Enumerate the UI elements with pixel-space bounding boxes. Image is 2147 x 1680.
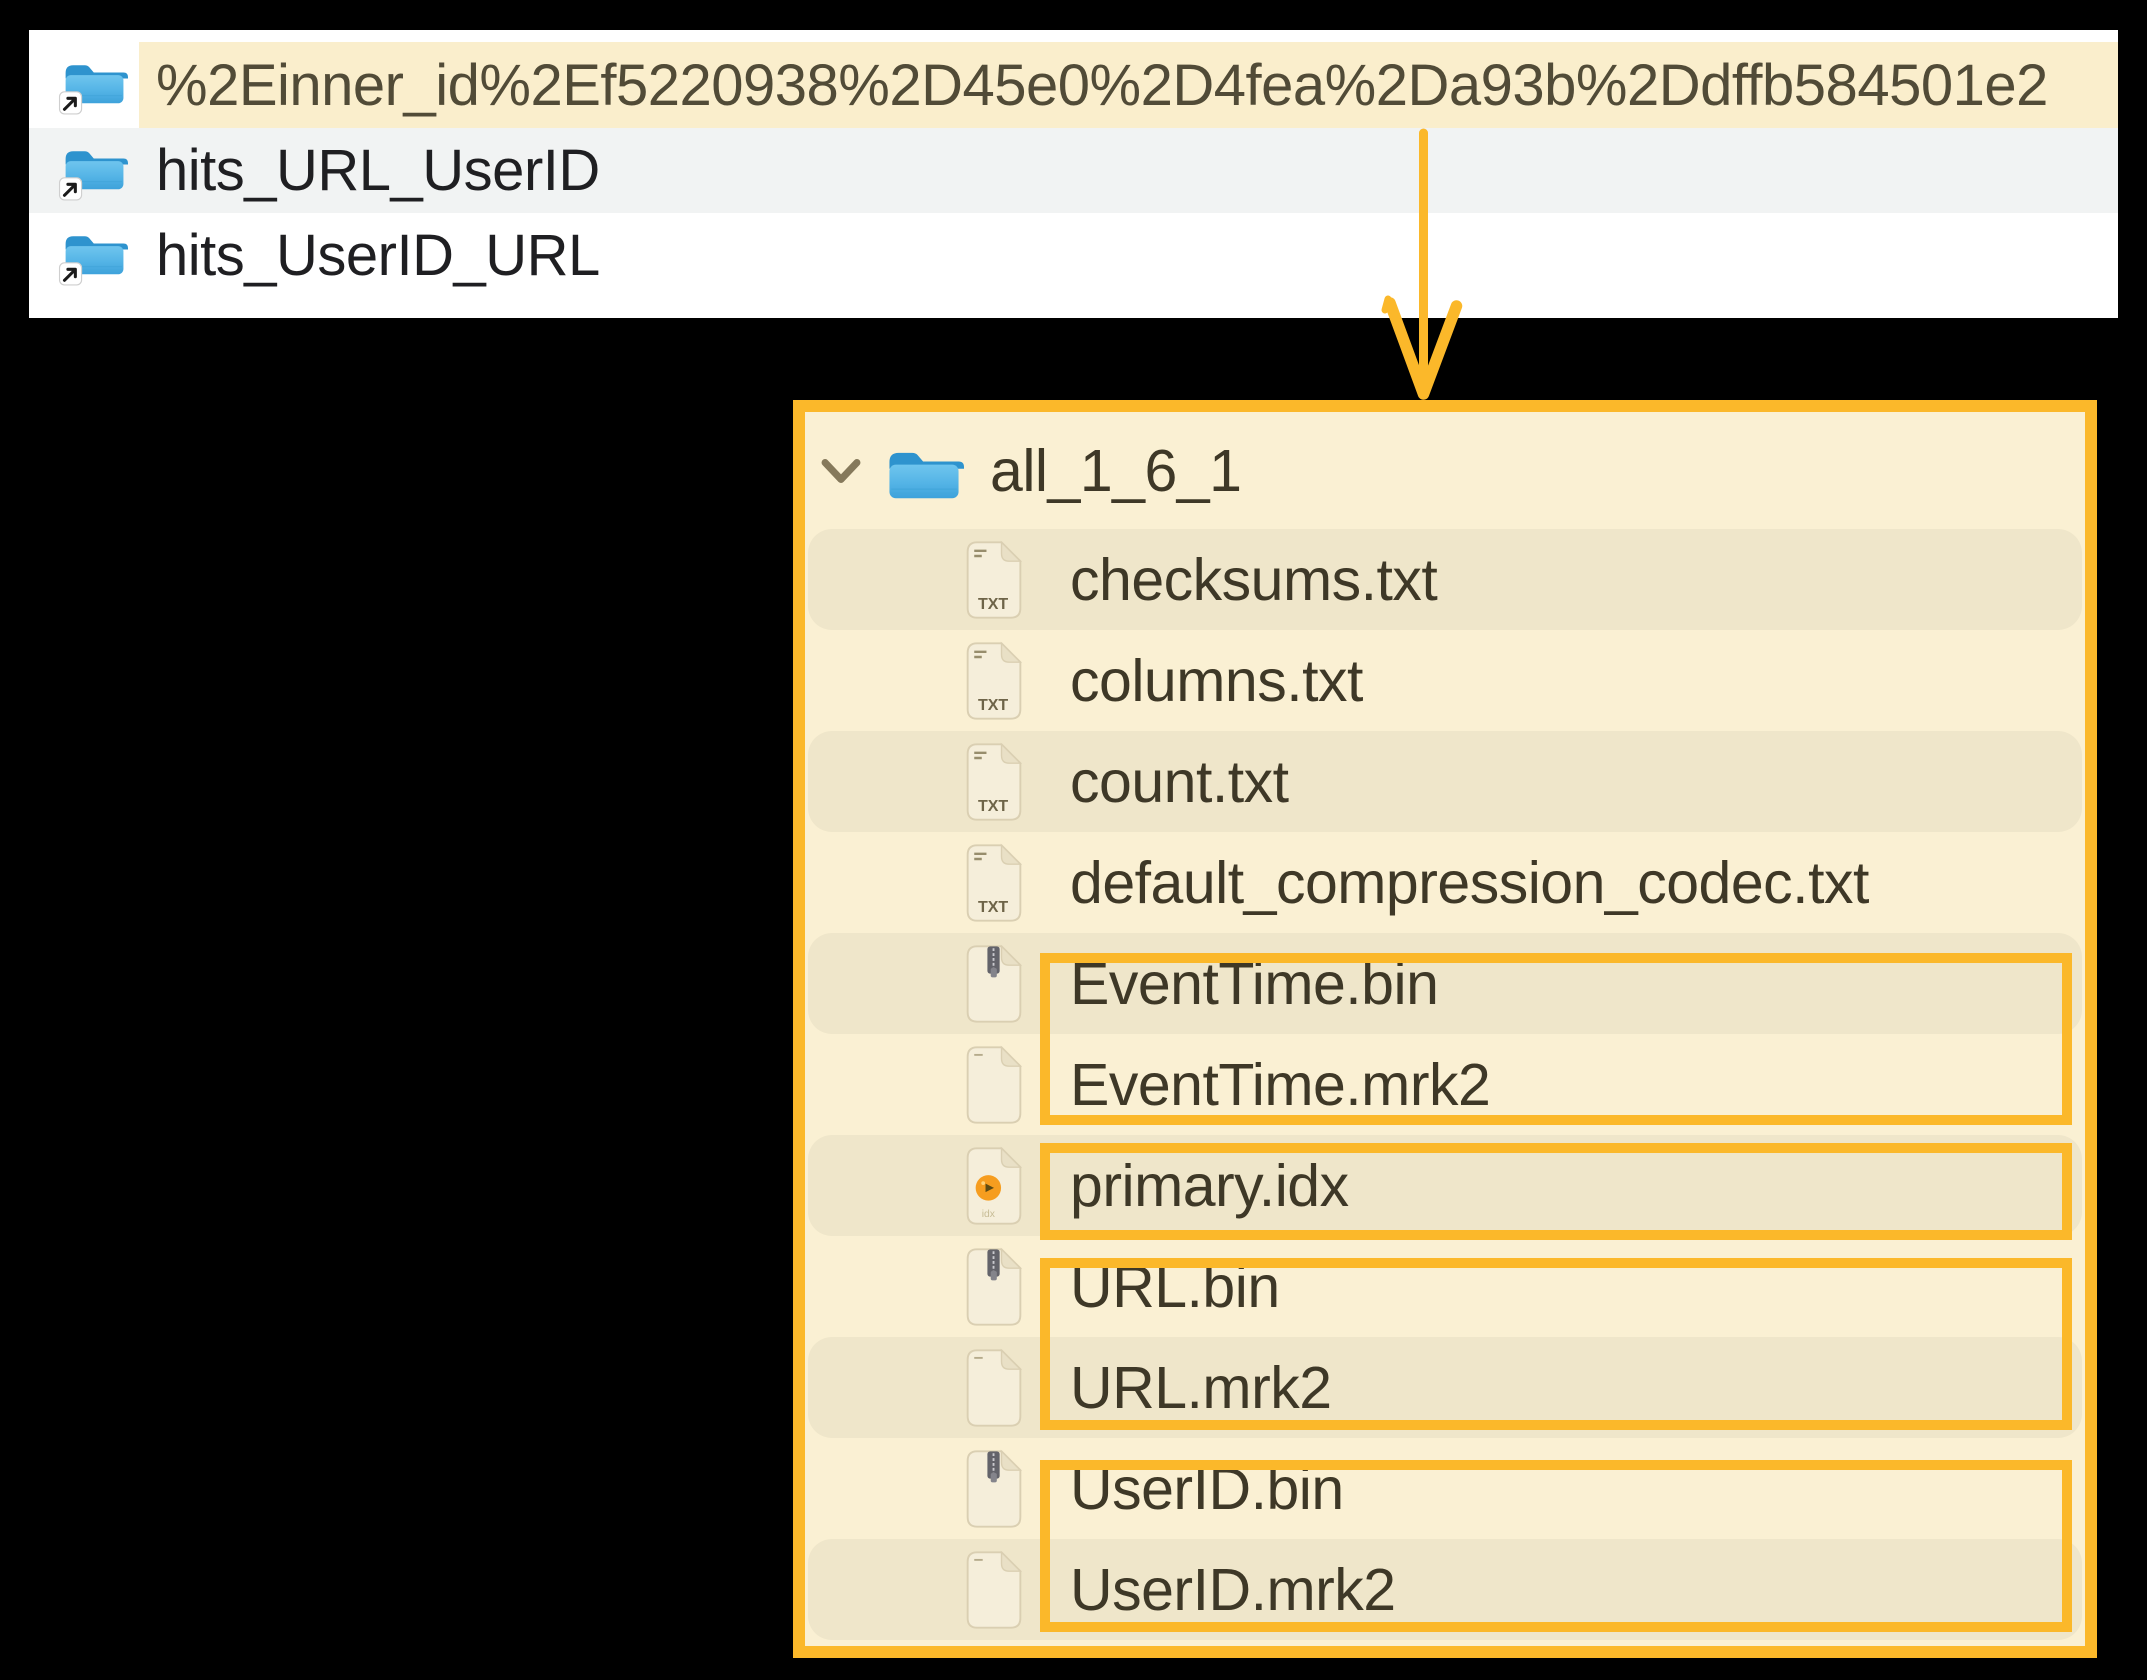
finder-row-hits-url-userid[interactable]: hits_URL_UserID [29, 128, 2118, 213]
folder-name: hits_UserID_URL [156, 223, 600, 288]
file-row-url-mrk2[interactable]: URL.mrk2 [808, 1337, 2082, 1438]
chevron-down-icon[interactable] [818, 456, 864, 486]
file-name: URL.mrk2 [1070, 1354, 1332, 1421]
file-name: count.txt [1070, 748, 1289, 815]
finder-row-inner-id[interactable]: %2Einner_id%2Ef5220938%2D45e0%2D4fea%2Da… [29, 42, 2118, 128]
file-name: EventTime.mrk2 [1070, 1051, 1491, 1118]
txt-file-icon [962, 641, 1026, 721]
finder-row-highlight: %2Einner_id%2Ef5220938%2D45e0%2D4fea%2Da… [139, 42, 2118, 128]
folder-icon [884, 439, 964, 503]
file-row-columns[interactable]: columns.txt [808, 630, 2082, 731]
file-name: default_compression_codec.txt [1070, 849, 1869, 916]
file-row-count[interactable]: count.txt [808, 731, 2082, 832]
file-name: UserID.bin [1070, 1455, 1344, 1522]
bin-file-icon [962, 1247, 1026, 1327]
part-folder-name: all_1_6_1 [990, 437, 1242, 504]
file-row-default-compression-codec[interactable]: default_compression_codec.txt [808, 832, 2082, 933]
mrk-file-icon [962, 1550, 1026, 1630]
txt-file-icon [962, 742, 1026, 822]
txt-file-icon [962, 843, 1026, 923]
file-row-eventtime-mrk2[interactable]: EventTime.mrk2 [808, 1034, 2082, 1135]
mrk-file-icon [962, 1045, 1026, 1125]
finder-row-hits-userid-url[interactable]: hits_UserID_URL [29, 213, 2118, 298]
file-row-eventtime-bin[interactable]: EventTime.bin [808, 933, 2082, 1034]
file-row-userid-bin[interactable]: UserID.bin [808, 1438, 2082, 1539]
file-row-checksums[interactable]: checksums.txt [808, 529, 2082, 630]
bin-file-icon [962, 944, 1026, 1024]
bin-file-icon [962, 1449, 1026, 1529]
mrk-file-icon [962, 1348, 1026, 1428]
alias-folder-icon [58, 139, 128, 203]
folder-name: %2Einner_id%2Ef5220938%2D45e0%2D4fea%2Da… [156, 52, 2048, 118]
file-name: UserID.mrk2 [1070, 1556, 1396, 1623]
file-name: columns.txt [1070, 647, 1363, 714]
file-name: checksums.txt [1070, 546, 1438, 613]
file-name: EventTime.bin [1070, 950, 1439, 1017]
alias-folder-icon [58, 53, 128, 117]
part-contents-panel: all_1_6_1 checksums.txt columns.txt coun… [793, 400, 2097, 1658]
tree-row-all-1-6-1[interactable]: all_1_6_1 [805, 412, 2085, 529]
finder-list-panel: %2Einner_id%2Ef5220938%2D45e0%2D4fea%2Da… [29, 30, 2118, 318]
txt-file-icon [962, 540, 1026, 620]
file-name: primary.idx [1070, 1152, 1349, 1219]
file-row-userid-mrk2[interactable]: UserID.mrk2 [808, 1539, 2082, 1640]
file-row-primary-idx[interactable]: primary.idx [808, 1135, 2082, 1236]
file-row-url-bin[interactable]: URL.bin [808, 1236, 2082, 1337]
idx-file-icon [962, 1146, 1026, 1226]
folder-name: hits_URL_UserID [156, 138, 600, 203]
alias-folder-icon [58, 224, 128, 288]
file-name: URL.bin [1070, 1253, 1280, 1320]
